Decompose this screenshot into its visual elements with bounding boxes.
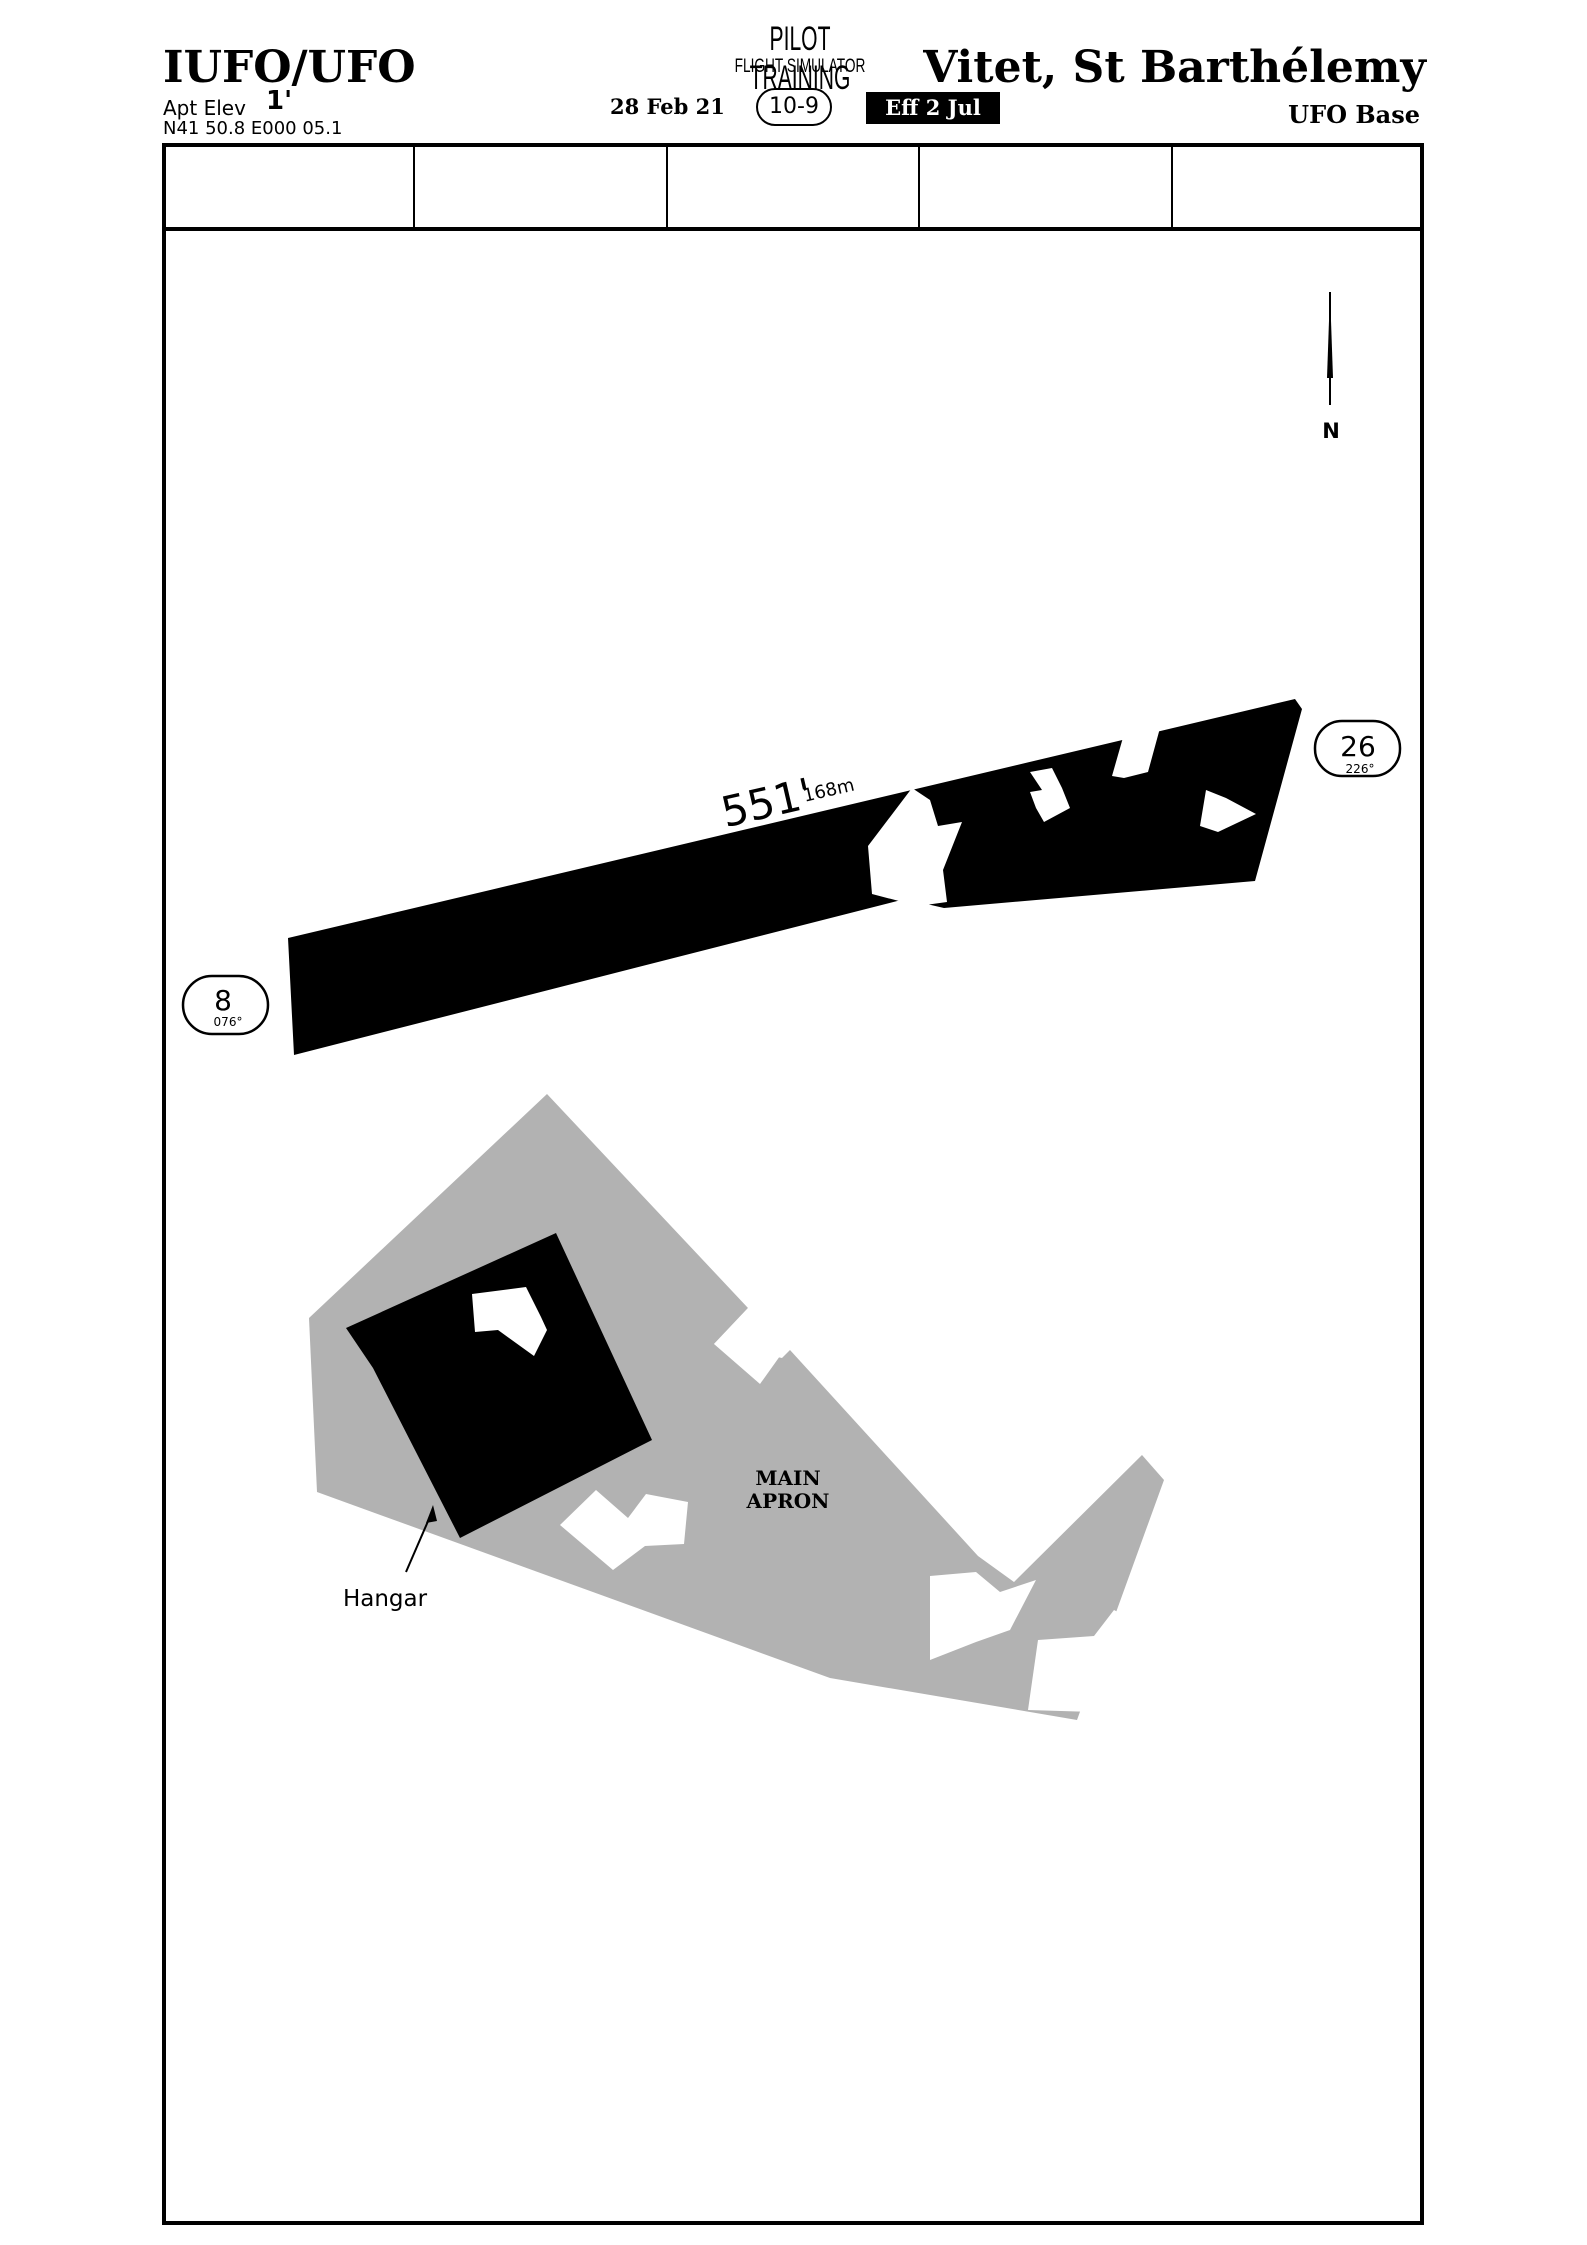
runway-26-badge: 26 226° bbox=[1313, 719, 1402, 778]
runway-length-meters: 168m bbox=[801, 775, 856, 807]
elevation-label: Apt Elev bbox=[163, 96, 246, 120]
airport-subtitle: UFO Base bbox=[1288, 100, 1420, 129]
airport-coordinates: N41 50.8 E000 05.1 bbox=[163, 118, 343, 139]
frequency-header-row bbox=[162, 143, 1424, 231]
brand-title: PILOT TRAINING bbox=[749, 20, 851, 97]
chart-number-badge: 10-9 bbox=[756, 88, 832, 126]
hangar bbox=[346, 1233, 652, 1538]
hangar-cutout bbox=[472, 1287, 547, 1356]
brand-subtitle: FLIGHT SIMULATOR bbox=[734, 56, 866, 77]
chart-date: 28 Feb 21 bbox=[610, 94, 725, 119]
header-cell bbox=[668, 143, 921, 227]
hangar-label: Hangar bbox=[343, 1586, 428, 1612]
header-cell bbox=[415, 143, 668, 227]
apron-label-line2: APRON bbox=[746, 1489, 830, 1513]
runway-26-heading: 226° bbox=[1346, 762, 1375, 776]
effective-date-badge: Eff 2 Jul bbox=[866, 92, 1000, 124]
north-label: N bbox=[1322, 419, 1340, 443]
chart-frame bbox=[162, 143, 1424, 2225]
apron-cutout bbox=[560, 1308, 1144, 1712]
airport-icao-code: IUFO/UFO bbox=[163, 42, 416, 93]
runway-8-number: 8 bbox=[214, 984, 232, 1017]
runway-26-number: 26 bbox=[1340, 730, 1376, 763]
runway-8-heading: 076° bbox=[214, 1015, 243, 1029]
airport-name: Vitet, St Barthélemy bbox=[923, 42, 1426, 93]
runway-8-badge: 8 076° bbox=[181, 974, 270, 1036]
elevation-value: 1' bbox=[266, 86, 293, 116]
apron-label-line1: MAIN bbox=[755, 1466, 820, 1490]
hangar-callout-arrow-icon bbox=[405, 1505, 437, 1573]
runway-cutout bbox=[868, 728, 1256, 906]
north-arrow-icon bbox=[1327, 292, 1333, 405]
header-cell bbox=[920, 143, 1174, 227]
header-cell bbox=[162, 143, 415, 227]
